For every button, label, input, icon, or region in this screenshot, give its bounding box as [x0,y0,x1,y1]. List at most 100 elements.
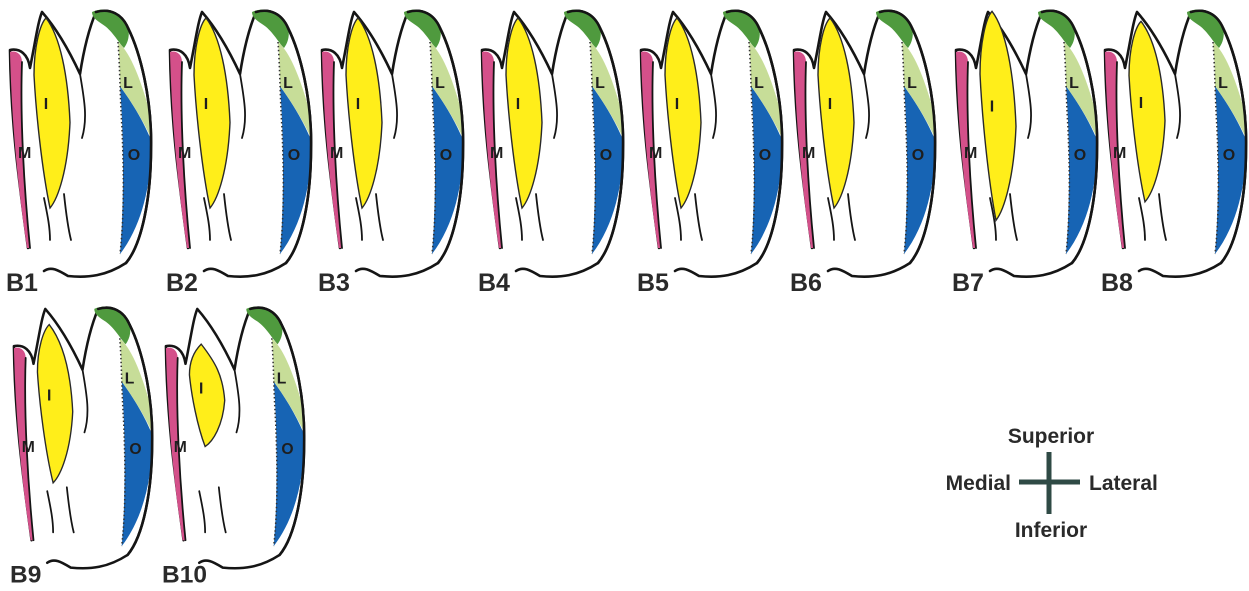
inner-contour [1175,74,1180,138]
lateral-label-l: L [1218,75,1228,92]
inner-contour [552,74,557,138]
inner-gyrus-line-right [67,487,74,532]
panel-label: B2 [166,269,198,297]
insula-label-i: I [47,388,51,405]
lateral-label-l: L [125,370,135,387]
opercular-label-o: O [1074,147,1086,164]
medial-label-m: M [802,145,815,162]
medial-label-m: M [1113,145,1126,162]
panel-b9: I M L O B9 [10,307,153,589]
insula-region-i [189,344,224,446]
lateral-cap [92,10,129,48]
panel-b7: I M L O B7 [952,10,1098,297]
inner-contour [1026,74,1031,138]
lateral-label-l: L [277,370,287,387]
panel-label: B10 [162,561,207,588]
lateral-cap [564,10,601,48]
opercular-label-o: O [1223,147,1235,164]
insula-label-i: I [1139,95,1143,112]
panel-b2: I M L O B2 [166,10,312,297]
inner-contour [83,370,88,433]
inner-contour [711,74,716,138]
inner-gyrus-line-right [695,194,702,240]
compass-superior-label: Superior [1008,425,1094,448]
inner-contour [235,370,240,433]
insula-label-i: I [199,380,203,397]
inner-gyrus-line-right [64,194,71,240]
panel-label: B8 [1101,269,1133,297]
opercular-label-o: O [129,441,141,458]
opercular-label-o: O [288,147,300,164]
opercular-label-o: O [759,147,771,164]
lateral-label-l: L [435,75,445,92]
inner-gyrus-line-left [199,491,205,532]
lateral-label-l: L [907,75,917,92]
inner-gyrus-line-right [1159,194,1166,240]
medial-label-m: M [330,145,343,162]
orientation-compass: Superior Inferior Medial Lateral [946,425,1158,542]
insula-region-i [1129,21,1165,202]
lateral-cap [252,10,289,48]
opercular-label-o: O [912,147,924,164]
insula-label-i: I [44,96,48,113]
inner-gyrus-line-left [1139,198,1145,240]
panel-label: B3 [318,269,350,297]
inner-gyrus-line-right [376,194,383,240]
lateral-cap [1038,10,1075,48]
inner-contour [80,74,85,138]
panel-label: B5 [637,269,669,297]
inner-contour [864,74,869,138]
compass-medial-label: Medial [946,472,1011,495]
insula-label-i: I [675,96,679,113]
lateral-cap [94,307,130,345]
panels-group: IMLOB1IMLOB2IMLOB3IMLOB4IMLOB5IMLOB6IMLO… [6,10,1247,589]
insula-label-i: I [828,96,832,113]
insula-label-i: I [516,96,520,113]
opercular-label-o: O [281,441,293,458]
panel-b8: I M L O B8 [1101,10,1247,297]
lateral-label-l: L [283,75,293,92]
lateral-cap [723,10,760,48]
lateral-label-l: L [1069,75,1079,92]
inner-gyrus-line-right [219,487,226,532]
inner-contour [392,74,397,138]
medial-label-m: M [964,145,977,162]
insula-label-i: I [204,96,208,113]
medial-label-m: M [490,145,503,162]
lateral-label-l: L [123,75,133,92]
lateral-cap [876,10,913,48]
inner-gyrus-line-right [848,194,855,240]
medial-label-m: M [649,145,662,162]
inner-gyrus-line-left [47,491,53,532]
medial-label-m: M [22,439,35,456]
opercular-label-o: O [440,147,452,164]
insula-label-i: I [356,96,360,113]
lateral-cap [246,307,282,345]
lateral-cap [404,10,441,48]
panel-label: B7 [952,269,984,297]
lateral-label-l: L [595,75,605,92]
panel-b5: I M L O B5 [637,10,783,297]
inner-gyrus-line-right [536,194,543,240]
panel-b10: I M L O B10 [162,307,305,589]
panel-b3: I M L O B3 [318,10,464,297]
medial-label-m: M [174,439,187,456]
compass-inferior-label: Inferior [1015,519,1087,542]
insula-region-i [37,325,72,483]
inner-contour [240,74,245,138]
inner-gyrus-line-right [224,194,231,240]
panel-label: B1 [6,269,38,297]
compass-lateral-label: Lateral [1089,472,1158,495]
insula-label-i: I [990,99,994,116]
panel-label: B4 [478,269,510,297]
medial-label-m: M [18,145,31,162]
lateral-cap [1187,10,1224,48]
panel-label: B9 [10,561,41,588]
inner-gyrus-line-right [1010,194,1017,240]
medial-label-m: M [178,145,191,162]
lateral-label-l: L [754,75,764,92]
